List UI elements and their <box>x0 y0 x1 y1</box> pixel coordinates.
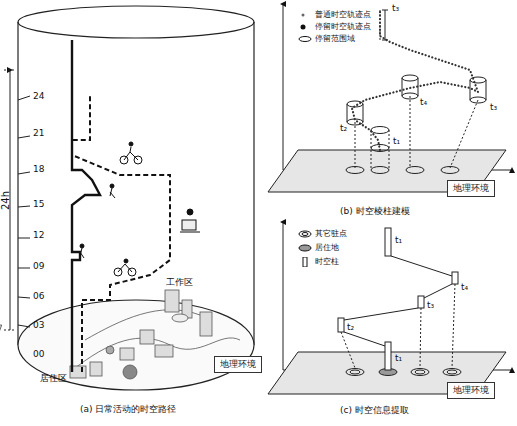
legend-entry: 其它驻点 <box>298 229 347 239</box>
legend-sample <box>298 22 312 32</box>
legend-text: 普通时空轨迹点 <box>315 11 371 20</box>
ground-label-box: 地理环境 <box>447 382 495 399</box>
legend-text: 时空柱 <box>315 258 339 267</box>
ground-label-box: 地理环境 <box>447 180 495 197</box>
legend-entry: 停留范围域 <box>298 34 355 44</box>
label: 18 <box>33 165 44 175</box>
activity-icons <box>80 142 200 276</box>
solid-path <box>72 40 100 372</box>
box-text: 地理环境 <box>453 385 489 396</box>
panel-c-axes <box>268 222 512 394</box>
box-text: 地理环境 <box>220 359 256 370</box>
label: 居住区 <box>40 374 67 384</box>
legend-entry: 普通时空轨迹点 <box>298 10 371 20</box>
legend-sample <box>298 257 312 267</box>
label: t₄ <box>420 98 427 108</box>
legend-sample <box>298 243 312 253</box>
legend-sample <box>298 34 312 44</box>
label: 24h <box>0 191 11 210</box>
label: t₄ <box>461 283 468 293</box>
box-text: 地理环境 <box>453 183 489 194</box>
label: 12 <box>33 231 44 241</box>
label: t₃ <box>392 4 399 14</box>
label: 06 <box>33 292 44 302</box>
panel-caption: (a) 日常活动的时空路径 <box>80 405 176 415</box>
label: t₁ <box>395 236 402 246</box>
label: 15 <box>33 200 44 210</box>
legend-sample <box>298 229 312 239</box>
legend-sample <box>298 10 312 20</box>
label: 09 <box>33 262 44 272</box>
legend-entry: 时空柱 <box>298 257 339 267</box>
cylinder <box>18 6 254 390</box>
legend-text: 停留范围域 <box>315 35 355 44</box>
label: 21 <box>33 129 44 139</box>
panel-caption: (b) 时空棱柱建模 <box>340 207 410 217</box>
label: t₂ <box>340 124 347 134</box>
legend-entry: 居住地 <box>298 243 339 253</box>
label: 工作区 <box>166 278 193 288</box>
panel-caption: (c) 时空信息提取 <box>340 406 409 416</box>
ground-label-box: 地理环境 <box>214 356 262 373</box>
legend-text: 居住地 <box>315 244 339 253</box>
label: t₂ <box>347 323 354 333</box>
legend-entry: 停留时空轨迹点 <box>298 22 371 32</box>
label: t₁ <box>393 137 400 147</box>
legend-text: 其它驻点 <box>315 230 347 239</box>
label: 24 <box>33 92 44 102</box>
label: 00 <box>33 350 44 360</box>
legend-text: 停留时空轨迹点 <box>315 23 371 32</box>
panel-b-axes <box>268 4 512 192</box>
label: t₃ <box>427 301 434 311</box>
label: t₁ <box>395 354 402 364</box>
dashed-path <box>72 95 170 372</box>
trajectory-points <box>352 12 478 150</box>
label: t₃ <box>490 103 497 113</box>
label: 03 <box>33 321 44 331</box>
city-scene <box>0 290 240 379</box>
